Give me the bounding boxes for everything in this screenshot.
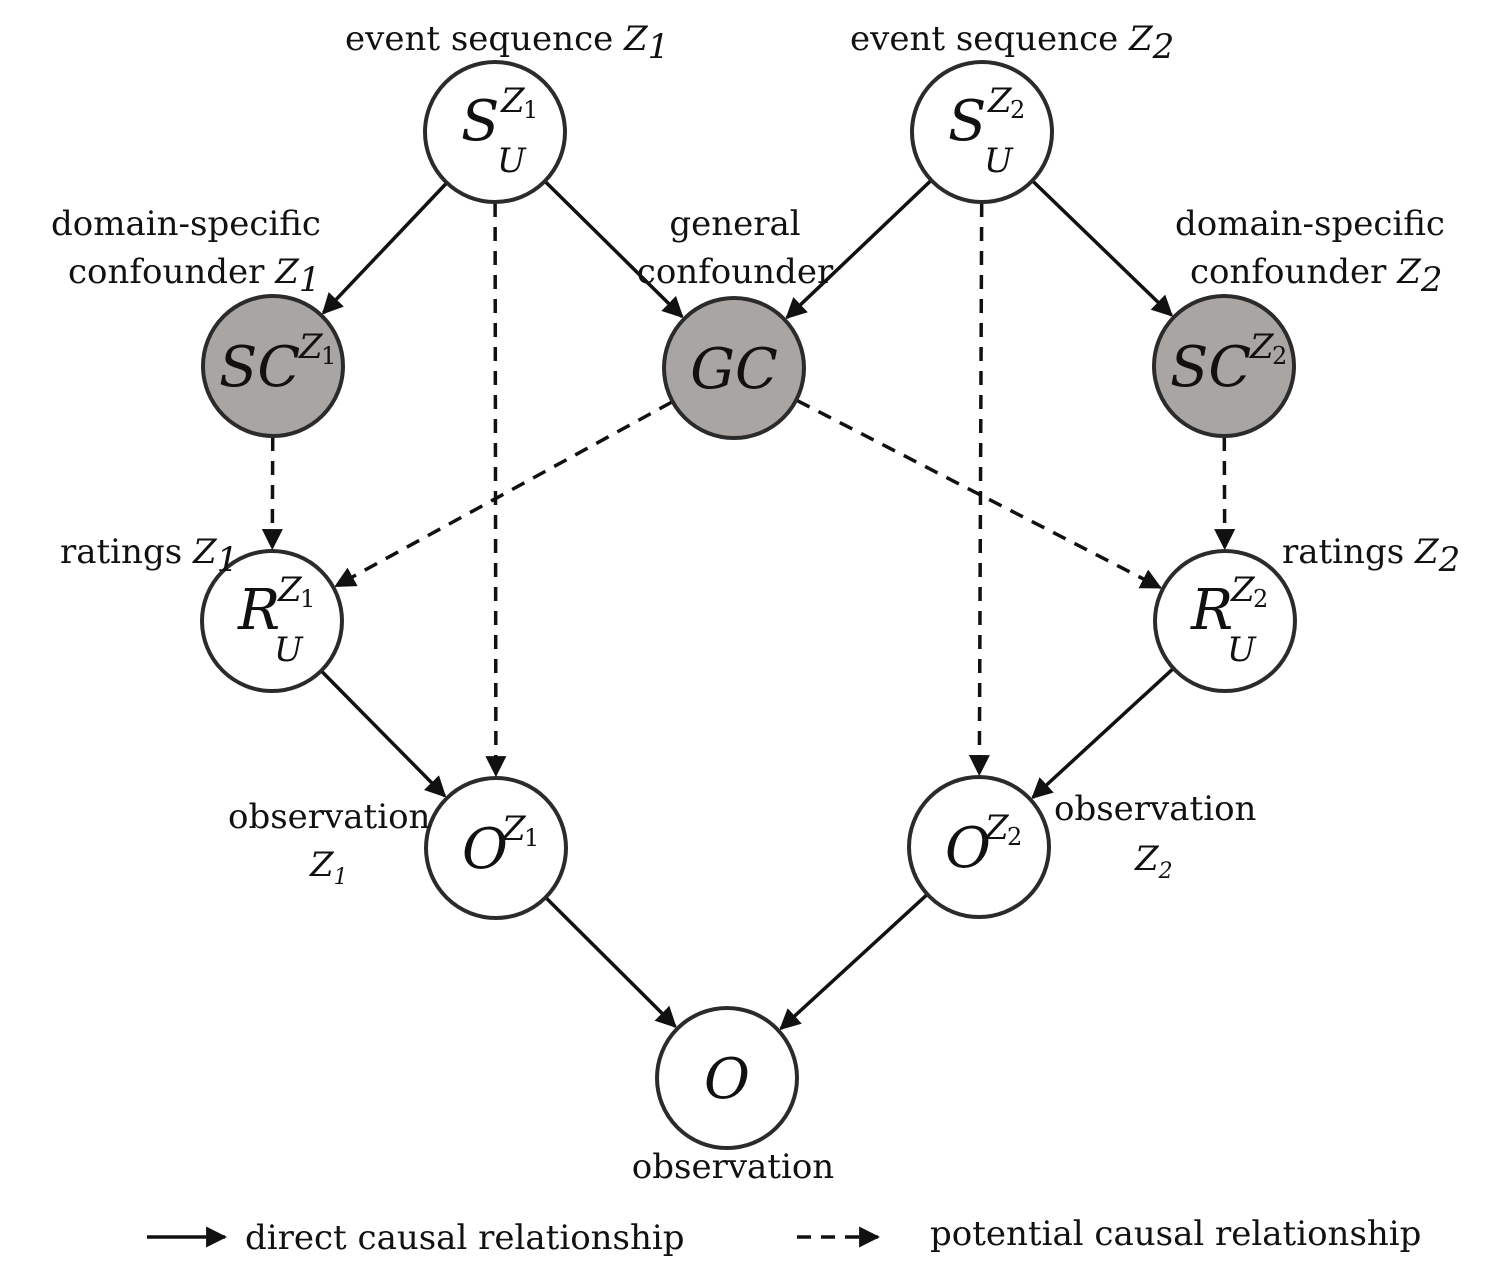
edge-s2-to-gc — [785, 179, 932, 320]
edges-layer — [261, 179, 1236, 1031]
label-event-sequence-1: event sequence Z1 — [345, 19, 669, 67]
node-s1-subscript: U — [497, 141, 527, 181]
node-sc1-symbol: SC — [219, 335, 300, 400]
edge-s1-to-o1 — [485, 202, 507, 778]
node-s1-superscript: Z — [500, 81, 526, 121]
label-obs-2-line2: Z2 — [1134, 839, 1173, 884]
label-obs-1-line2: Z1 — [309, 845, 348, 890]
label-obs-final: observation — [632, 1147, 834, 1187]
node-s1-symbol: S — [461, 89, 499, 154]
node-r1-superscript: Z — [277, 570, 303, 610]
node-o2-circle — [907, 775, 1051, 919]
label-obs-1-line1: observation — [228, 797, 430, 837]
node-r2-superscript: Z — [1230, 570, 1256, 610]
edge-o2-to-o — [779, 893, 928, 1031]
node-o1-superscript-index: 1 — [524, 824, 539, 852]
label-obs-2-line1: observation — [1054, 789, 1256, 829]
label-ratings-2: ratings Z2 — [1282, 532, 1460, 580]
node-s2-superscript-index: 2 — [1010, 96, 1025, 124]
node-r2-circle — [1153, 549, 1297, 693]
node-o-symbol: O — [704, 1047, 750, 1112]
label-gc-line2: confounder — [637, 252, 834, 292]
node-r2-subscript: U — [1227, 630, 1257, 670]
node-sc1-superscript-index: 1 — [321, 342, 336, 370]
node-o: O — [655, 1006, 799, 1150]
node-o1-superscript: Z — [501, 809, 527, 849]
label-gc-line1: general — [669, 204, 800, 244]
edge-r1-to-o1 — [320, 670, 447, 798]
edge-r2-to-o2 — [1031, 667, 1174, 800]
node-r2-superscript-index: 2 — [1253, 585, 1268, 613]
node-sc2-circle — [1152, 294, 1296, 438]
edge-s1-to-gc — [544, 180, 684, 319]
label-dsc-1-line1: domain-specific — [51, 204, 321, 244]
node-o2: OZ2 — [907, 775, 1051, 919]
node-gc: GC — [662, 296, 806, 440]
node-r1-superscript-index: 1 — [300, 585, 315, 613]
node-s2-subscript: U — [984, 141, 1014, 181]
node-o-circle — [655, 1006, 799, 1150]
node-r1-symbol: R — [237, 578, 280, 643]
node-s2-circle — [910, 60, 1054, 204]
edge-gc-to-r2 — [796, 398, 1162, 590]
label-dsc-2-line2: confounder Z2 — [1190, 252, 1442, 300]
node-r1-subscript: U — [274, 630, 304, 670]
legend: direct causal relationship potential cau… — [147, 1214, 1421, 1258]
node-s1-circle — [423, 60, 567, 204]
label-ratings-1: ratings Z1 — [60, 532, 238, 580]
node-r1-circle — [200, 549, 344, 693]
edge-s2-to-sc2 — [1031, 180, 1174, 317]
node-o2-superscript-index: 2 — [1007, 823, 1022, 851]
legend-direct-label: direct causal relationship — [245, 1218, 685, 1258]
node-o2-superscript: Z — [984, 808, 1010, 848]
node-s1-superscript-index: 1 — [523, 96, 538, 124]
edge-gc-to-r1 — [334, 400, 673, 588]
edge-s1-to-sc1 — [321, 182, 448, 315]
node-sc1-circle — [201, 294, 345, 438]
node-o1: OZ1 — [424, 776, 568, 920]
node-o1-circle — [424, 776, 568, 920]
node-gc-symbol: GC — [690, 337, 778, 402]
node-sc2-symbol: SC — [1170, 335, 1251, 400]
label-dsc-1-line2: confounder Z1 — [68, 252, 320, 300]
label-event-sequence-2: event sequence Z2 — [850, 19, 1174, 67]
edge-o1-to-o — [545, 896, 677, 1028]
node-r2-symbol: R — [1190, 578, 1233, 643]
label-dsc-2-line1: domain-specific — [1175, 204, 1445, 244]
node-o2-symbol: O — [945, 816, 991, 881]
node-s2-superscript: Z — [987, 81, 1013, 121]
node-sc2-superscript-index: 2 — [1272, 342, 1287, 370]
node-sc1-superscript: Z — [298, 327, 324, 367]
labels-layer: event sequence Z1 event sequence Z2 doma… — [51, 19, 1460, 1187]
legend-potential-label: potential causal relationship — [930, 1214, 1421, 1254]
node-s2-symbol: S — [948, 89, 986, 154]
node-o1-symbol: O — [462, 817, 508, 882]
node-gc-circle — [662, 296, 806, 440]
edge-s2-to-o2 — [968, 202, 990, 777]
node-sc2-superscript: Z — [1249, 327, 1275, 367]
